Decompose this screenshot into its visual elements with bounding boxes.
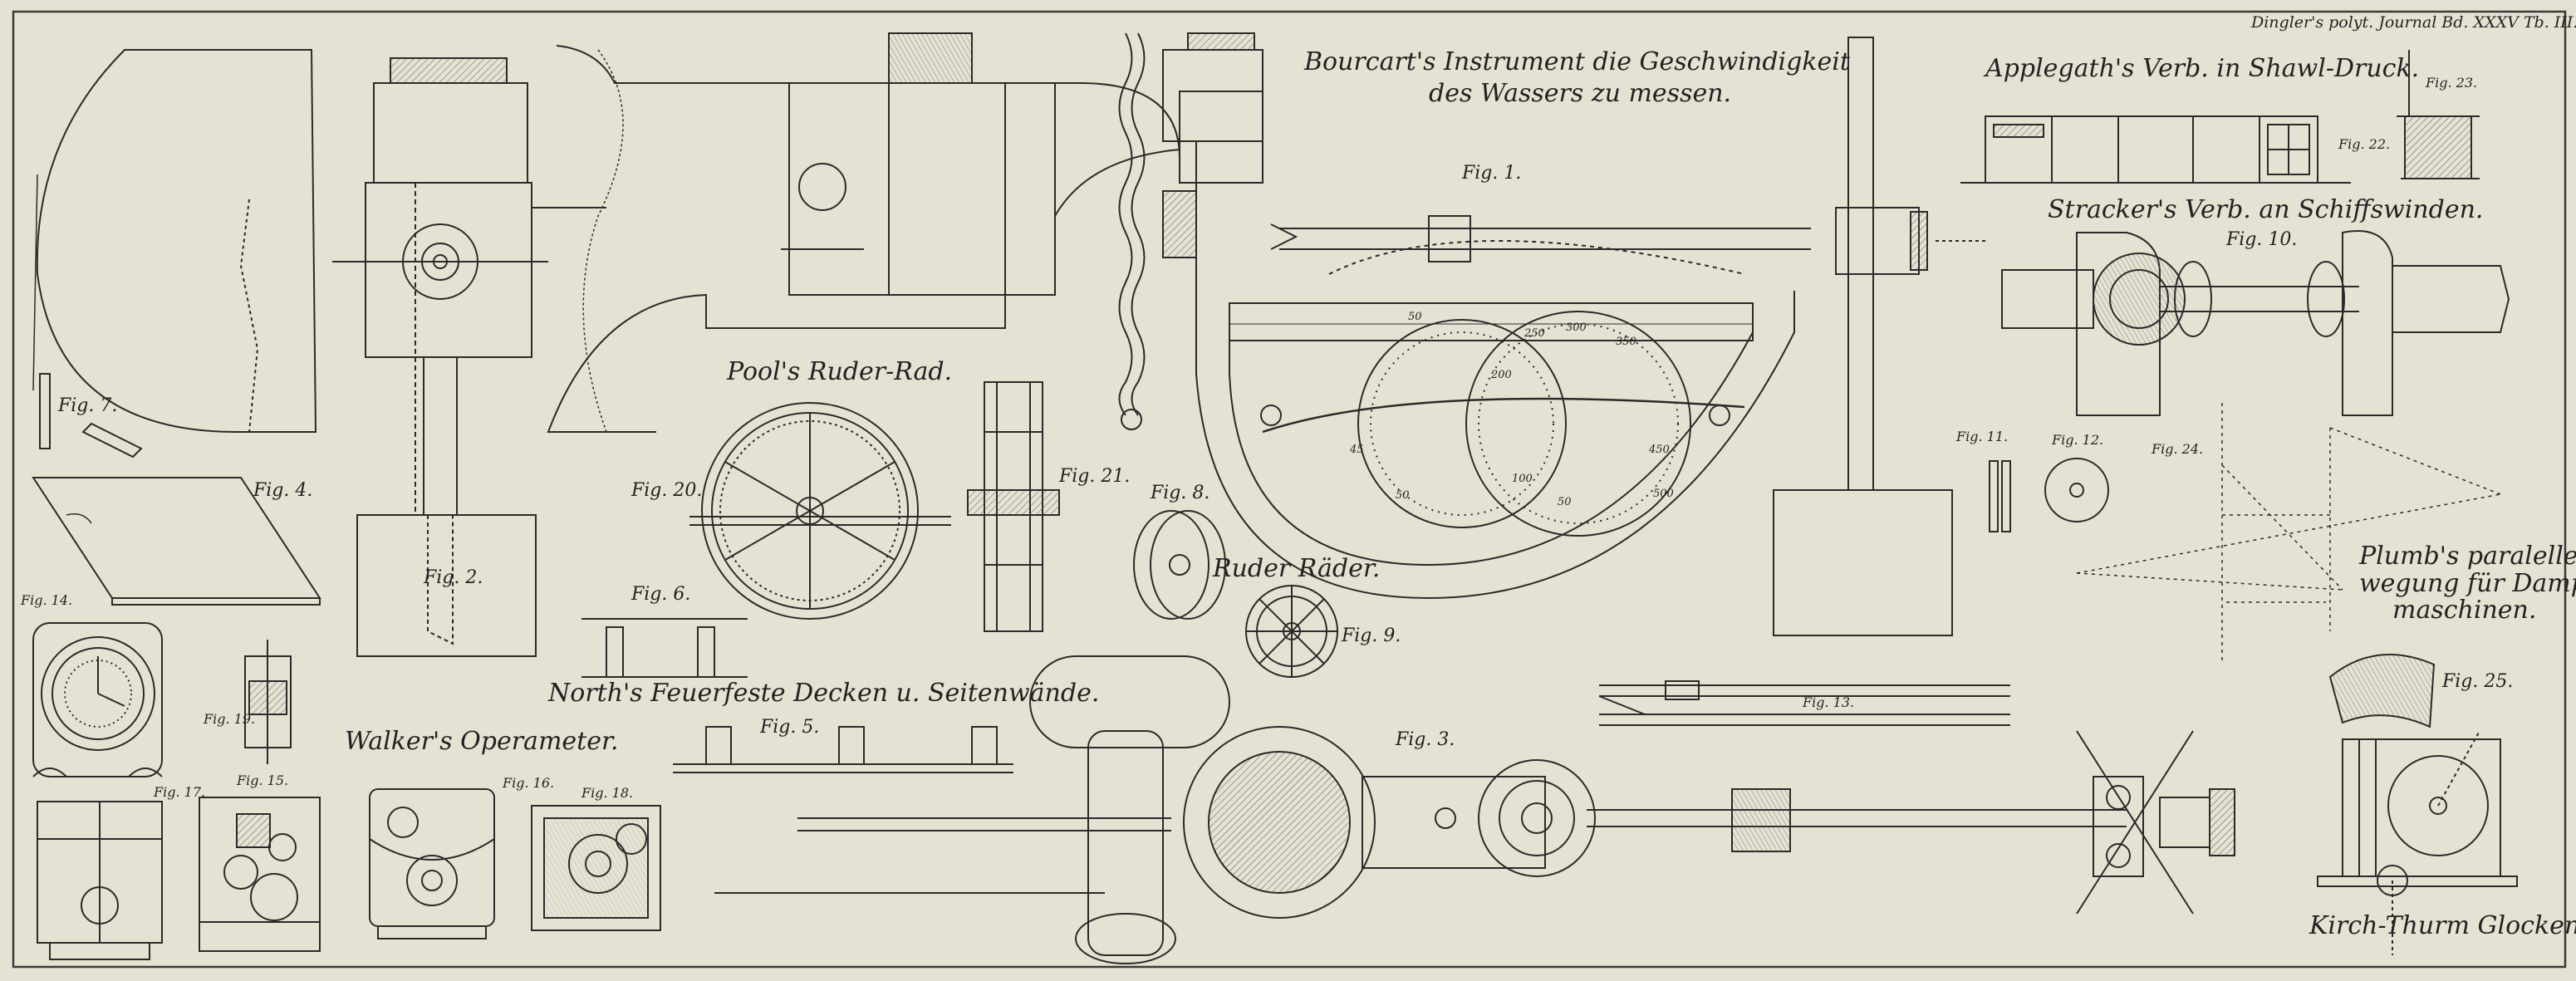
fig25-bell: [2317, 654, 2518, 955]
dial-number: 50: [1558, 496, 1572, 508]
title-applegath: Applegath's Verb. in Shawl-Druck.: [1985, 54, 2420, 83]
fig14-clock: [32, 622, 163, 777]
fig15-drawing: [199, 797, 321, 952]
title-bourcart-line1: Bourcart's Instrument die Geschwindigkei…: [1304, 47, 1850, 76]
dial-number: 100: [1512, 473, 1533, 485]
fig9-label: Fig. 9.: [1342, 625, 1401, 646]
dial-number: 50: [1396, 489, 1410, 502]
fig12-label: Fig. 12.: [2052, 432, 2104, 448]
fig2-label: Fig. 2.: [424, 567, 483, 588]
fig13-drawing: [1598, 680, 2010, 726]
fig1-quadrant: [1162, 32, 1811, 600]
fig6-label: Fig. 6.: [631, 584, 691, 605]
fig23-label: Fig. 23.: [2426, 75, 2478, 91]
fig10-drawing: [2001, 230, 2510, 416]
fig11-drawing: [1989, 460, 2011, 532]
fig4-drawing: [32, 477, 321, 606]
fig23-drawing: [2397, 50, 2480, 179]
fig9-drawing: [1245, 585, 1338, 678]
fig1-housing: [547, 32, 1180, 433]
fig16-label: Fig. 16.: [503, 775, 555, 791]
fig4-label: Fig. 4.: [253, 480, 313, 501]
title-plumb-line1: Plumb's paralelle Be-: [2359, 542, 2576, 571]
fig14-label: Fig. 14.: [21, 592, 73, 608]
plate-header: Dingler's polyt. Journal Bd. XXXV Tb. II…: [2251, 13, 2576, 32]
title-north: North's Feuerfeste Decken u. Seitenwände…: [548, 679, 1100, 708]
fig11-label: Fig. 11.: [1956, 429, 2009, 444]
title-pool: Pool's Ruder-Rad.: [727, 357, 953, 386]
fig3-label: Fig. 3.: [1396, 729, 1455, 750]
title-plumb-line3: maschinen.: [2392, 596, 2537, 625]
title-bourcart-line2: des Wassers zu messen.: [1429, 79, 1732, 108]
fig25-label: Fig. 25.: [2442, 671, 2514, 692]
fig22-label: Fig. 22.: [2338, 136, 2391, 152]
fig8-drawing: [1133, 510, 1226, 620]
fig5-label: Fig. 5.: [760, 717, 820, 738]
fig18-drawing: [531, 805, 661, 931]
fig1-post: [1773, 37, 1985, 636]
fig22-drawing: [1960, 115, 2351, 184]
fig13-label: Fig. 13.: [1803, 694, 1855, 710]
dial-number: 50: [1408, 311, 1422, 323]
title-plumb-line2: wegung für Dampf-: [2359, 569, 2576, 598]
fig1-label: Fig. 1.: [1462, 163, 1522, 184]
title-stracker: Stracker's Verb. an Schiffswinden.: [2048, 195, 2484, 224]
fig16-drawing: [369, 788, 495, 939]
fig20-label: Fig. 20.: [631, 480, 703, 501]
threaded-rod: [1118, 32, 1146, 430]
fig6-drawing: [581, 618, 748, 678]
fig19-drawing: [244, 640, 292, 764]
fig21-label: Fig. 21.: [1059, 466, 1131, 487]
fig12-drawing: [2044, 458, 2109, 522]
fig24-drawing: [2076, 403, 2501, 665]
dial-number: 450: [1648, 444, 1670, 456]
plate-border: [12, 10, 2567, 969]
dial-number: 300: [1566, 321, 1587, 334]
dial-number: 350: [1616, 336, 1636, 348]
fig17-drawing: [37, 801, 163, 960]
fig19-label: Fig. 19.: [204, 711, 256, 727]
fig10-label: Fig. 10.: [2226, 229, 2298, 250]
dial-number: 200: [1490, 369, 1512, 381]
dial-number: 250: [1524, 327, 1545, 340]
fig21-drawing: [967, 381, 1060, 632]
dial-number: 500: [1653, 488, 1674, 500]
title-kirch: Kirch-Thurm Glocken.: [2309, 911, 2576, 940]
fig18-label: Fig. 18.: [581, 785, 634, 801]
fig7-label: Fig. 7.: [58, 395, 118, 416]
fig24-label: Fig. 24.: [2152, 441, 2204, 457]
dial-number: 45: [1349, 444, 1364, 456]
fig8-label: Fig. 8.: [1151, 483, 1210, 503]
title-walker: Walker's Operameter.: [345, 727, 619, 756]
fig15-label: Fig. 15.: [237, 773, 289, 788]
fig17-label: Fig. 17.: [154, 784, 206, 800]
fig7-drawing: [32, 49, 317, 459]
fig20-wheel: [689, 402, 951, 620]
title-ruder: Ruder Räder.: [1213, 554, 1381, 583]
fig2-drawing: [332, 57, 606, 657]
fig3-mechanism: [714, 655, 2235, 964]
fig5-drawing: [673, 726, 1013, 773]
